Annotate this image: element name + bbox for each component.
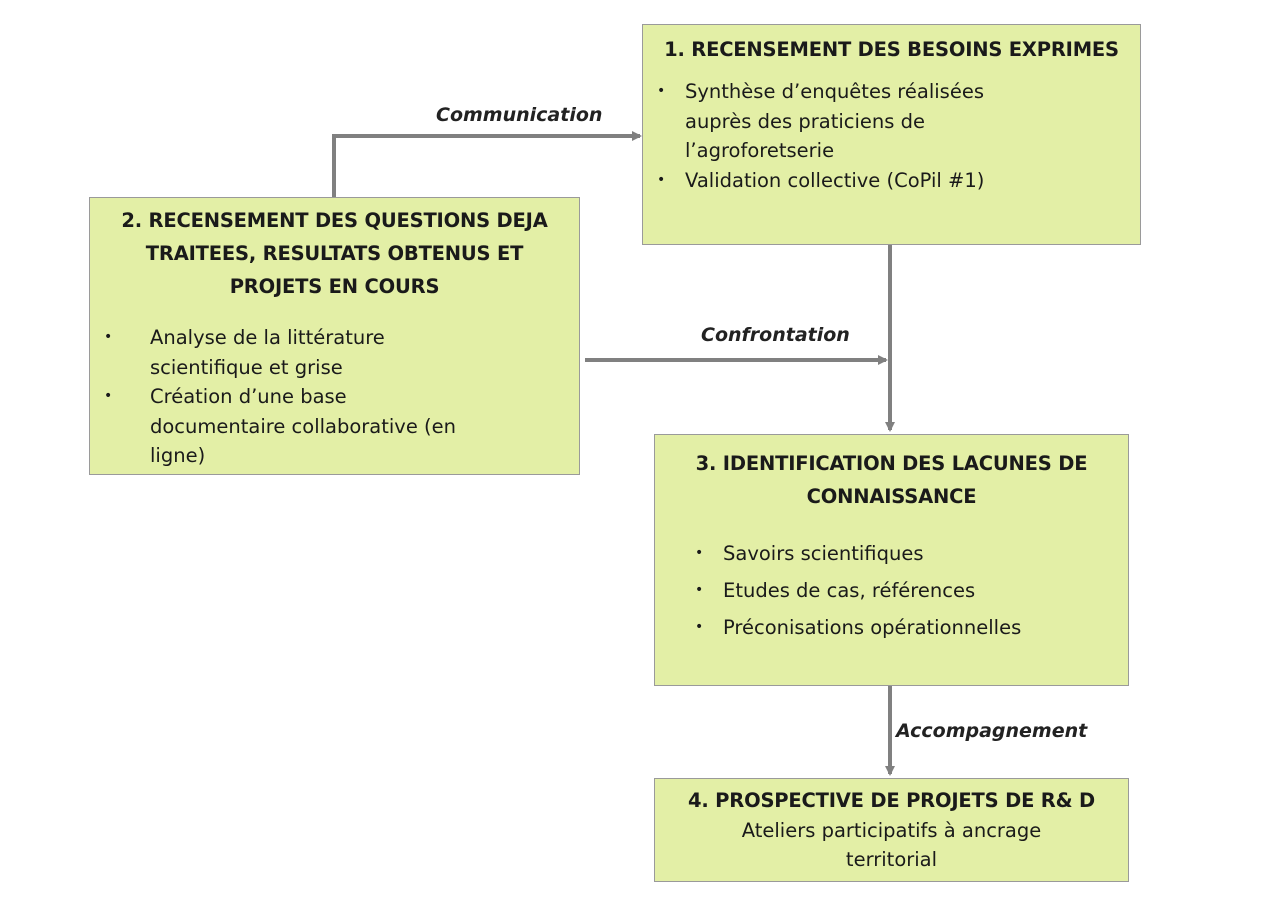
bullet-icon: • xyxy=(695,619,704,635)
box2-bullet-2-line-2: documentaire collaborative (en xyxy=(150,414,457,438)
bullet-icon: • xyxy=(104,388,113,404)
box1-bullet-2-line-1: Validation collective (CoPil #1) xyxy=(685,168,985,192)
box-identification-lacunes: 3. IDENTIFICATION DES LACUNES DE CONNAIS… xyxy=(654,434,1129,686)
box3-bullet-2-line-1: Etudes de cas, références xyxy=(723,579,976,602)
box3-title-line-1: 3. IDENTIFICATION DES LACUNES DE xyxy=(695,452,1088,475)
box-prospective-projets: 4. PROSPECTIVE DE PROJETS DE R& D Atelie… xyxy=(654,778,1129,882)
box2-bullet-list: • Analyse de la littérature scientifique… xyxy=(90,323,579,471)
box2-bullet-1: • Analyse de la littérature scientifique… xyxy=(104,323,579,382)
box2-bullet-1-line-2: scientifique et grise xyxy=(150,355,343,379)
box-recensement-besoins: 1. RECENSEMENT DES BESOINS EXPRIMES • Sy… xyxy=(642,24,1141,245)
bullet-icon: • xyxy=(657,171,666,188)
box3-title-line-2: CONNAISSANCE xyxy=(806,485,977,508)
box3-bullet-1-line-1: Savoirs scientifiques xyxy=(723,542,924,565)
box3-bullet-2: • Etudes de cas, références xyxy=(695,572,1128,609)
bullet-icon: • xyxy=(695,582,704,598)
box4-title: 4. PROSPECTIVE DE PROJETS DE R& D xyxy=(688,789,1095,812)
box2-bullet-2: • Création d’une base documentaire colla… xyxy=(104,382,579,471)
box2-bullet-2-line-3: ligne) xyxy=(150,444,206,467)
bullet-icon: • xyxy=(695,545,704,561)
bullet-icon: • xyxy=(104,329,113,345)
confrontation-label: Confrontation xyxy=(701,324,850,346)
box2-title: 2. RECENSEMENT DES QUESTIONS DEJA TRAITE… xyxy=(90,204,579,303)
box1-bullet-1: • Synthèse d’enquêtes réalisées auprès d… xyxy=(657,77,1140,166)
box2-bullet-1-line-1: Analyse de la littérature xyxy=(150,326,385,349)
box2-title-line-3: PROJETS EN COURS xyxy=(229,275,440,298)
box1-bullet-1-line-1: Synthèse d’enquêtes réalisées xyxy=(685,80,984,103)
box2-title-line-2: TRAITEES, RESULTATS OBTENUS ET xyxy=(145,242,524,265)
communication-label: Communication xyxy=(436,104,603,126)
box3-bullet-1: • Savoirs scientifiques xyxy=(695,535,1128,572)
box3-bullet-list: • Savoirs scientifiques • Etudes de cas,… xyxy=(655,535,1128,646)
box3-title: 3. IDENTIFICATION DES LACUNES DE CONNAIS… xyxy=(655,447,1128,513)
box1-bullet-1-line-3: l’agroforetserie xyxy=(685,139,835,162)
box-recensement-questions: 2. RECENSEMENT DES QUESTIONS DEJA TRAITE… xyxy=(89,197,580,475)
bullet-icon: • xyxy=(657,83,666,99)
box2-title-line-1: 2. RECENSEMENT DES QUESTIONS DEJA xyxy=(121,209,548,232)
box2-bullet-2-line-1: Création d’une base xyxy=(150,385,347,408)
box3-bullet-3-line-1: Préconisations opérationnelles xyxy=(723,616,1022,639)
box4-subtitle-line-1: Ateliers participatifs à ancrage xyxy=(741,819,1042,842)
box1-bullet-1-line-2: auprès des praticiens de xyxy=(685,109,925,133)
box1-bullet-list: • Synthèse d’enquêtes réalisées auprès d… xyxy=(643,77,1140,195)
box1-bullet-2: • Validation collective (CoPil #1) xyxy=(657,166,1140,196)
communication-arrow xyxy=(332,131,642,197)
box3-bullet-3: • Préconisations opérationnelles xyxy=(695,609,1128,646)
accompagnement-label: Accompagnement xyxy=(896,720,1088,742)
box1-title: 1. RECENSEMENT DES BESOINS EXPRIMES xyxy=(664,38,1119,61)
box4-subtitle-line-2: territorial xyxy=(845,848,938,871)
